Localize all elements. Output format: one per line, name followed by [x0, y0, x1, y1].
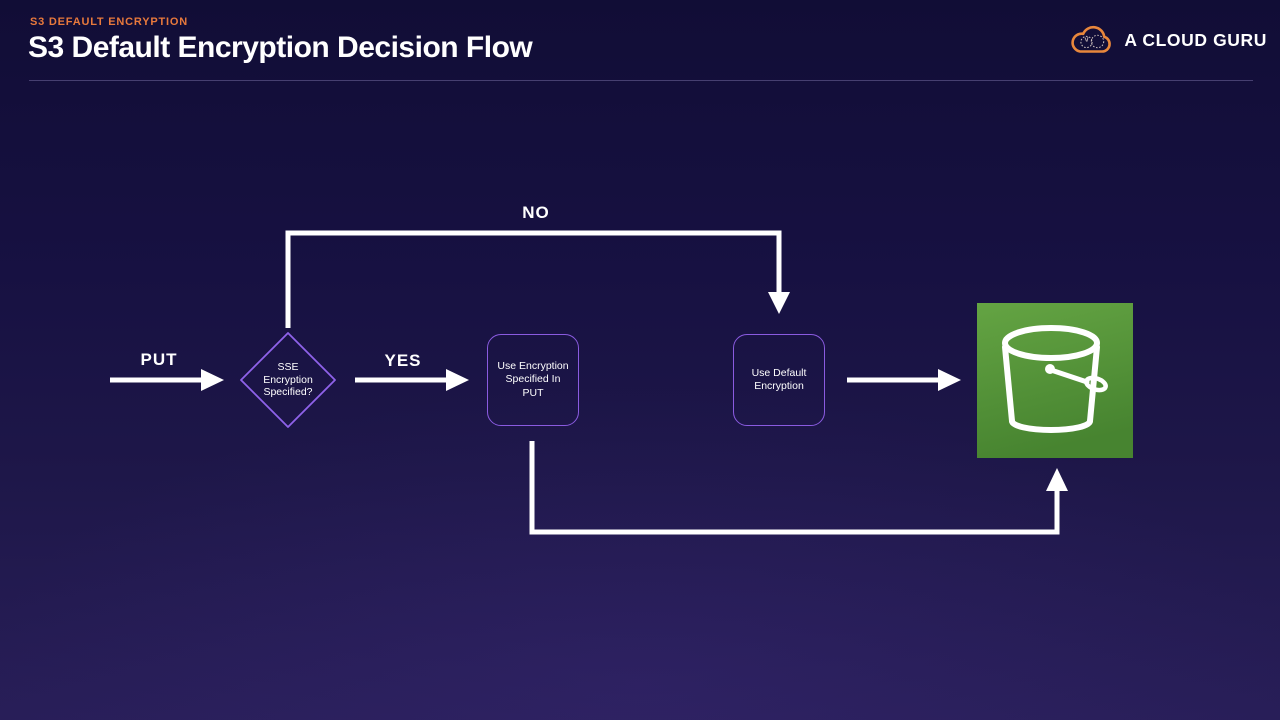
page-title: S3 Default Encryption Decision Flow	[28, 31, 533, 64]
s3-bucket-icon	[977, 303, 1133, 458]
connector-decision-to-defaultbox	[285, 230, 790, 328]
connector-put-to-decision	[110, 369, 224, 391]
node-use-default-encryption: Use Default Encryption	[733, 334, 825, 426]
connector-defaultbox-to-bucket	[847, 369, 961, 391]
node-use-encryption-specified-in-put: Use Encryption Specified In PUT	[487, 334, 579, 426]
header-divider	[29, 80, 1253, 81]
acg-cloud-logo-icon	[1071, 25, 1112, 53]
decision-node-label: SSE Encryption Specified?	[263, 360, 313, 399]
edge-label-yes: YES	[384, 351, 422, 370]
edge-label-put: PUT	[140, 350, 178, 369]
connector-decision-to-putbox	[355, 369, 469, 391]
acg-logo-text: A CLOUD GURU	[1124, 29, 1267, 50]
lesson-eyebrow: S3 DEFAULT ENCRYPTION	[30, 16, 188, 28]
edge-label-no: NO	[522, 203, 550, 222]
acg-logo: A CLOUD GURU	[1068, 22, 1267, 58]
